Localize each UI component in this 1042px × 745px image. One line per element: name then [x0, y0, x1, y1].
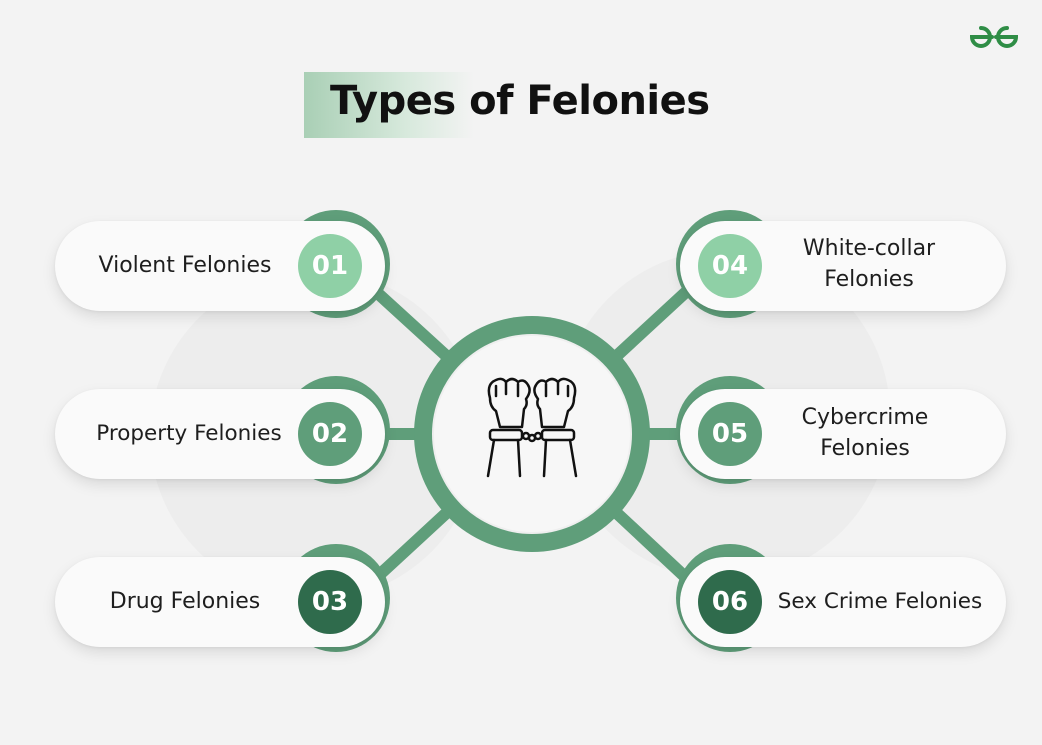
- label-06: Sex Crime Felonies: [777, 589, 983, 614]
- label-04: White-collar Felonies: [768, 233, 970, 295]
- badge-02: 02: [298, 402, 362, 466]
- badge-04: 04: [698, 234, 762, 298]
- label-05: Cybercrime Felonies: [764, 402, 966, 464]
- label-02: Property Felonies: [96, 421, 282, 446]
- label-03: Drug Felonies: [109, 589, 261, 614]
- badge-03: 03: [298, 570, 362, 634]
- badge-01: 01: [298, 234, 362, 298]
- label-05-line1: Cybercrime: [801, 405, 929, 430]
- label-04-line1: White-collar: [802, 236, 936, 261]
- badge-05: 05: [698, 402, 762, 466]
- handcuffed-hands-icon: [486, 377, 578, 478]
- label-05-line2: Felonies: [820, 436, 910, 461]
- badge-06: 06: [698, 570, 762, 634]
- label-01: Violent Felonies: [98, 253, 272, 278]
- title-banner: Types of Felonies: [304, 72, 710, 138]
- page-title: Types of Felonies: [330, 78, 710, 124]
- title-highlight: [304, 72, 474, 138]
- label-04-line2: Felonies: [824, 267, 914, 292]
- geeksforgeeks-logo-icon: [969, 26, 1019, 48]
